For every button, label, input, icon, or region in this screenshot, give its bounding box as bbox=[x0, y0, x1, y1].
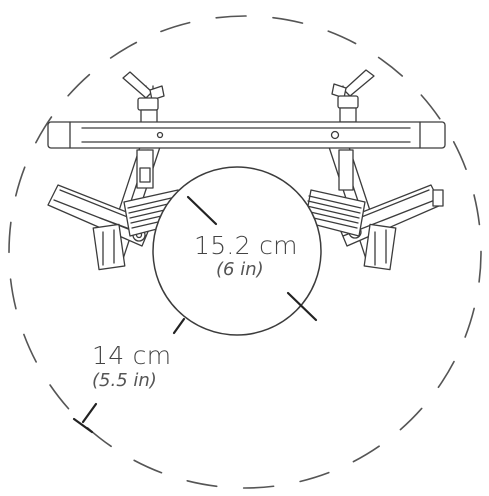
inner-diameter-imperial-label: (6 in) bbox=[216, 259, 264, 280]
top-crossbar bbox=[47, 121, 446, 149]
reach-imperial-label: (5.5 in) bbox=[92, 370, 157, 391]
right-thumb-screw bbox=[331, 69, 375, 123]
left-thumb-screw bbox=[122, 71, 165, 125]
diameter-tick-lower bbox=[286, 291, 318, 322]
reach-tick-upper bbox=[172, 317, 186, 335]
reach-tick-cap bbox=[72, 417, 94, 434]
inner-diameter-metric-label: 15.2 cm bbox=[194, 231, 298, 260]
reach-metric-label: 14 cm bbox=[92, 341, 172, 370]
outer-reach-dashed-circle bbox=[8, 15, 482, 489]
diameter-tick-upper bbox=[186, 195, 218, 226]
reach-tick-lower bbox=[81, 402, 98, 424]
inner-object-circle bbox=[152, 166, 322, 336]
